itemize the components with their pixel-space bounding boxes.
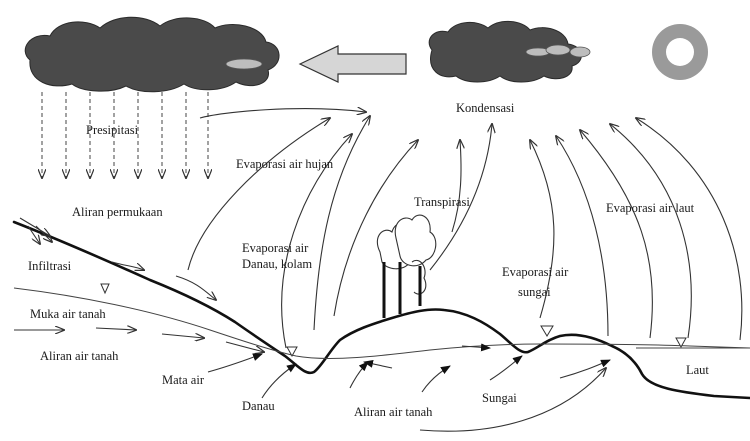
label-mata-air: Mata air	[162, 373, 205, 387]
label-aliran-permukaan: Aliran permukaan	[72, 205, 163, 219]
label-aliran-air-tanah-left: Aliran air tanah	[40, 349, 119, 363]
tree-icon	[377, 215, 435, 318]
water-table-triangle-icon	[101, 284, 686, 356]
label-aliran-air-tanah-bottom: Aliran air tanah	[354, 405, 433, 419]
condensation-cloud-icon	[429, 21, 590, 82]
label-muka-air-tanah: Muka air tanah	[30, 307, 106, 321]
groundwater-arrows	[14, 328, 610, 431]
label-infiltrasi: Infiltrasi	[28, 259, 72, 273]
label-evaporasi-danau-1: Evaporasi air	[242, 241, 309, 255]
label-transpirasi: Transpirasi	[414, 195, 470, 209]
evaporation-arrows	[188, 109, 742, 348]
label-kondensasi: Kondensasi	[456, 101, 515, 115]
label-evaporasi-danau-2: Danau, kolam	[242, 257, 312, 271]
label-evaporasi-sungai-1: Evaporasi air	[502, 265, 569, 279]
label-evaporasi-laut: Evaporasi air laut	[606, 201, 695, 215]
rain-cloud-icon	[25, 17, 279, 92]
label-evaporasi-sungai-2: sungai	[518, 285, 551, 299]
label-danau: Danau	[242, 399, 275, 413]
label-sungai: Sungai	[482, 391, 517, 405]
wind-arrow-icon	[300, 46, 406, 82]
label-evaporasi-hujan: Evaporasi air hujan	[236, 157, 334, 171]
label-laut: Laut	[686, 363, 709, 377]
label-presipitasi: Presipitasi	[86, 123, 139, 137]
sun-icon	[652, 24, 708, 80]
